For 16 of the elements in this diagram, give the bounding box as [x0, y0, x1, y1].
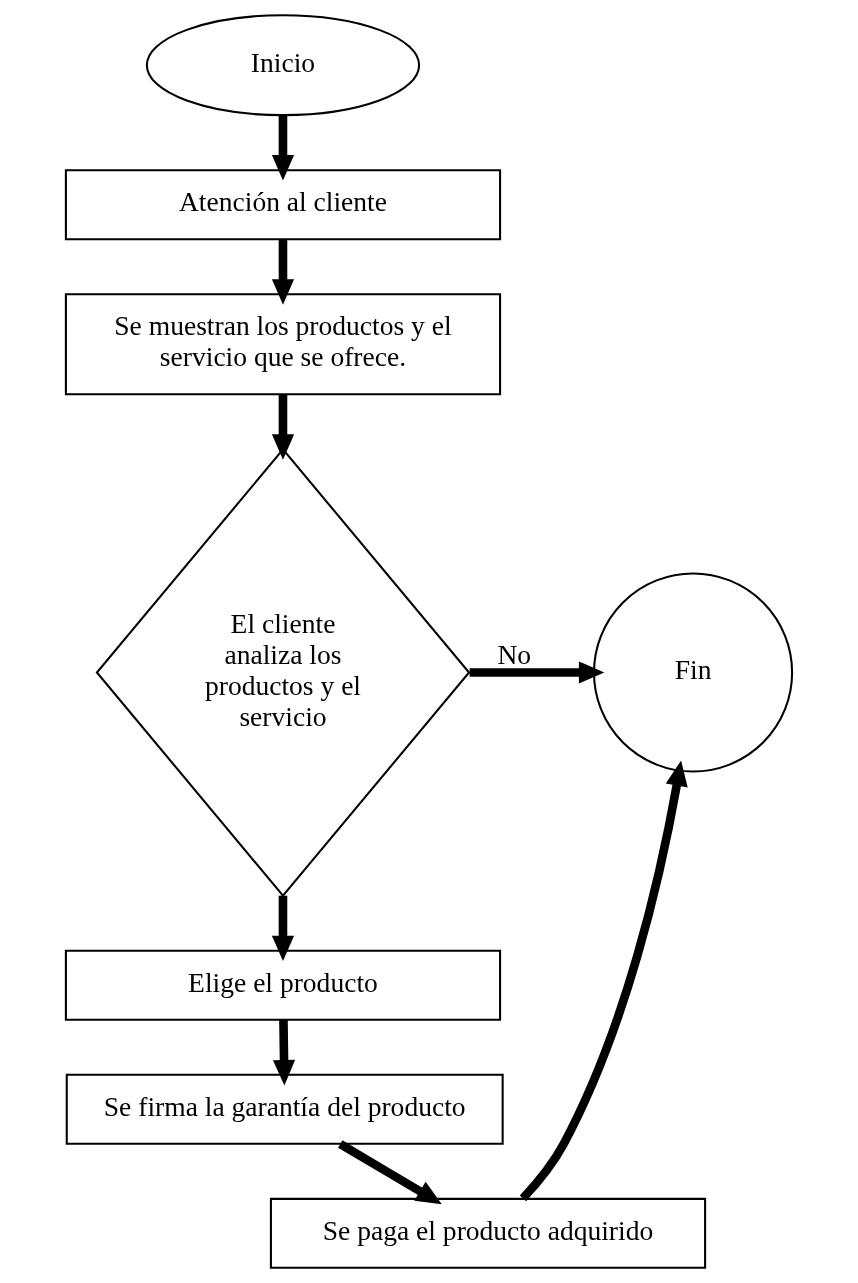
arrow: [469, 661, 605, 684]
arrow: [271, 239, 295, 305]
node-box: Se firma la garantía del producto: [65, 1073, 504, 1145]
node-box: Atención al cliente: [64, 169, 502, 241]
edge-label: No: [497, 638, 532, 670]
arrow: [271, 895, 295, 962]
arrow: [519, 760, 688, 1202]
node-box: Elige el producto: [64, 949, 502, 1021]
node-ellipse: Inicio: [145, 14, 421, 117]
node-box: Se paga el producto adquirido: [269, 1197, 707, 1269]
arrow: [271, 394, 295, 460]
node-circle: Fin: [592, 572, 794, 773]
arrow: [272, 1019, 296, 1086]
node-box: Se muestran los productos y el servicio que se ofrece.: [64, 293, 502, 396]
arrow: [338, 1140, 442, 1205]
arrow: [271, 115, 295, 181]
